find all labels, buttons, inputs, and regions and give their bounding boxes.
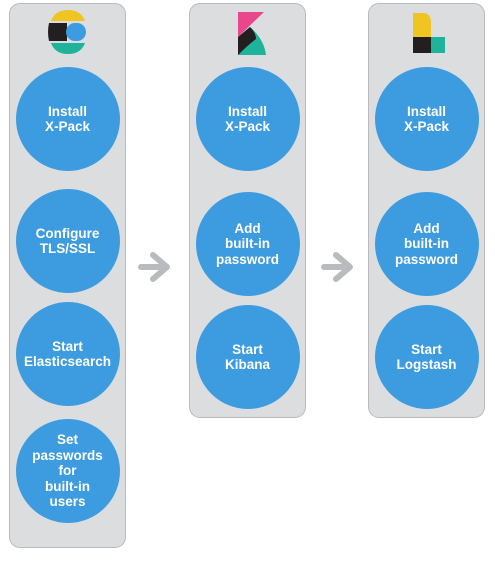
step-start-kibana: Start Kibana <box>195 305 300 409</box>
kibana-column: Install X-Pack Add built-in password Sta… <box>189 3 306 418</box>
step-install-xpack: Install X-Pack <box>15 67 120 171</box>
arrow-right-icon <box>138 252 170 282</box>
logstash-logo-icon <box>412 13 445 53</box>
step-set-passwords: Set passwords for built-in users <box>15 419 120 523</box>
step-configure-tls: Configure TLS/SSL <box>15 189 120 293</box>
step-start-logstash: Start Logstash <box>374 305 479 409</box>
step-label: Start Elasticsearch <box>23 338 112 370</box>
step-add-password: Add built-in password <box>374 192 479 296</box>
step-install-xpack: Install X-Pack <box>374 67 479 171</box>
step-add-password: Add built-in password <box>195 192 300 296</box>
step-label: Set passwords for built-in users <box>32 432 103 510</box>
step-label: Configure TLS/SSL <box>35 225 100 257</box>
elasticsearch-logo-icon <box>47 10 86 54</box>
step-install-xpack: Install X-Pack <box>195 67 300 171</box>
step-label: Install X-Pack <box>403 103 450 135</box>
step-label: Install X-Pack <box>224 103 271 135</box>
step-label: Install X-Pack <box>44 103 91 135</box>
elasticsearch-column: Install X-Pack Configure TLS/SSL Start E… <box>9 3 126 548</box>
logstash-column: Install X-Pack Add built-in password Sta… <box>368 3 485 418</box>
kibana-logo-icon <box>237 12 266 55</box>
step-label: Start Kibana <box>224 341 270 373</box>
step-label: Add built-in password <box>215 220 280 267</box>
step-start-elasticsearch: Start Elasticsearch <box>15 302 120 406</box>
arrow-right-icon <box>321 252 353 282</box>
step-label: Add built-in password <box>394 220 459 267</box>
step-label: Start Logstash <box>396 341 457 373</box>
